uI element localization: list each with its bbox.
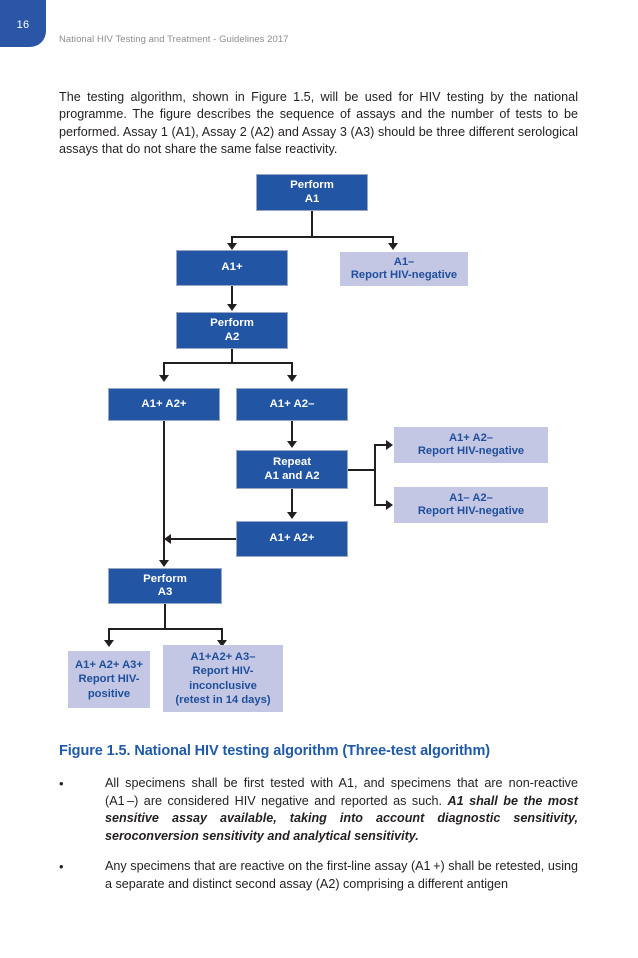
node-a1n-a2n-report: A1– A2– Report HIV-negative xyxy=(394,487,548,523)
bullet-marker: • xyxy=(59,776,64,791)
arrow-to-repeat xyxy=(287,441,297,448)
connector-a3-split xyxy=(108,628,222,630)
arrow-to-a1p-a2p-a3n-report xyxy=(217,640,227,647)
connector-a1-stem xyxy=(311,211,313,237)
node-perform-a3: Perform A3 xyxy=(108,568,222,604)
connector-a2-right-drop xyxy=(291,362,293,376)
arrow-merge-to-a3-line xyxy=(164,534,171,544)
connector-repeat-right-stem xyxy=(348,469,375,471)
bullet-text-plain: Any specimens that are reactive on the f… xyxy=(105,859,578,891)
bullet-text-plain: All specimens shall be first tested with… xyxy=(105,776,578,808)
connector-a3-left-drop xyxy=(108,628,110,641)
arrow-to-a1-negative-report xyxy=(388,243,398,250)
arrow-to-a1p-a2p xyxy=(159,375,169,382)
node-perform-a1: Perform A1 xyxy=(256,174,368,211)
node-a1-positive: A1+ xyxy=(176,250,288,286)
connector-repeat-to-result xyxy=(291,489,293,514)
connector-a2-left-drop xyxy=(163,362,165,376)
running-header: National HIV Testing and Treatment - Gui… xyxy=(59,34,289,45)
node-a1p-a2p-a3p-report: A1+ A2+ A3+ Report HIV- positive xyxy=(68,651,150,708)
node-a1p-a2n-report: A1+ A2– Report HIV-negative xyxy=(394,427,548,463)
bullet-text: Any specimens that are reactive on the f… xyxy=(105,858,578,893)
figure-caption: Figure 1.5. National HIV testing algorit… xyxy=(59,743,490,759)
bullet-item: • Any specimens that are reactive on the… xyxy=(59,858,578,893)
node-a1p-a2p-a3n-report: A1+A2+ A3– Report HIV- inconclusive (ret… xyxy=(163,645,283,712)
arrow-to-a1p-a2n xyxy=(287,375,297,382)
connector-to-a1n-a2n-report xyxy=(374,504,387,506)
arrow-to-perform-a2 xyxy=(227,304,237,311)
arrow-to-a1p-a2p-a3p-report xyxy=(104,640,114,647)
connector-a1-right-drop xyxy=(392,236,394,244)
node-a1-negative-report: A1– Report HIV-negative xyxy=(340,252,468,286)
connector-a1p-a2n-to-repeat xyxy=(291,421,293,442)
connector-to-a1p-a2n-report xyxy=(374,444,387,446)
connector-a2-split xyxy=(163,362,292,364)
connector-a1-left-drop xyxy=(231,236,233,244)
connector-a3-right-drop xyxy=(221,628,223,641)
arrow-to-repeat-result xyxy=(287,512,297,519)
node-a1p-a2p: A1+ A2+ xyxy=(108,388,220,421)
page-number-tab: 16 xyxy=(0,0,46,47)
bullet-item: • All specimens shall be first tested wi… xyxy=(59,775,578,845)
arrow-to-a1-positive xyxy=(227,243,237,250)
node-repeat-a1-a2: Repeat A1 and A2 xyxy=(236,450,348,489)
connector-a3-stem xyxy=(164,604,166,629)
intro-paragraph: The testing algorithm, shown in Figure 1… xyxy=(59,89,578,157)
bullet-marker: • xyxy=(59,859,64,874)
node-a1p-a2n: A1+ A2– xyxy=(236,388,348,421)
page-number: 16 xyxy=(16,19,30,31)
connector-a1p-to-a2 xyxy=(231,286,233,305)
connector-a2-stem xyxy=(231,349,233,363)
arrow-to-perform-a3 xyxy=(159,560,169,567)
connector-a1p-a2p-to-a3 xyxy=(163,421,165,562)
arrow-to-a1p-a2n-report xyxy=(386,440,393,450)
connector-a1-split xyxy=(231,236,393,238)
bullet-text-emphasis: A1 shall be the most sensitive assay ava… xyxy=(105,793,578,843)
node-perform-a2: Perform A2 xyxy=(176,312,288,349)
arrow-to-a1n-a2n-report xyxy=(386,500,393,510)
bullet-text: All specimens shall be first tested with… xyxy=(105,775,578,845)
connector-repeat-right-bus xyxy=(374,444,376,505)
connector-repeat-result-to-a3-line xyxy=(170,538,236,540)
node-a1p-a2p-repeat: A1+ A2+ xyxy=(236,521,348,557)
